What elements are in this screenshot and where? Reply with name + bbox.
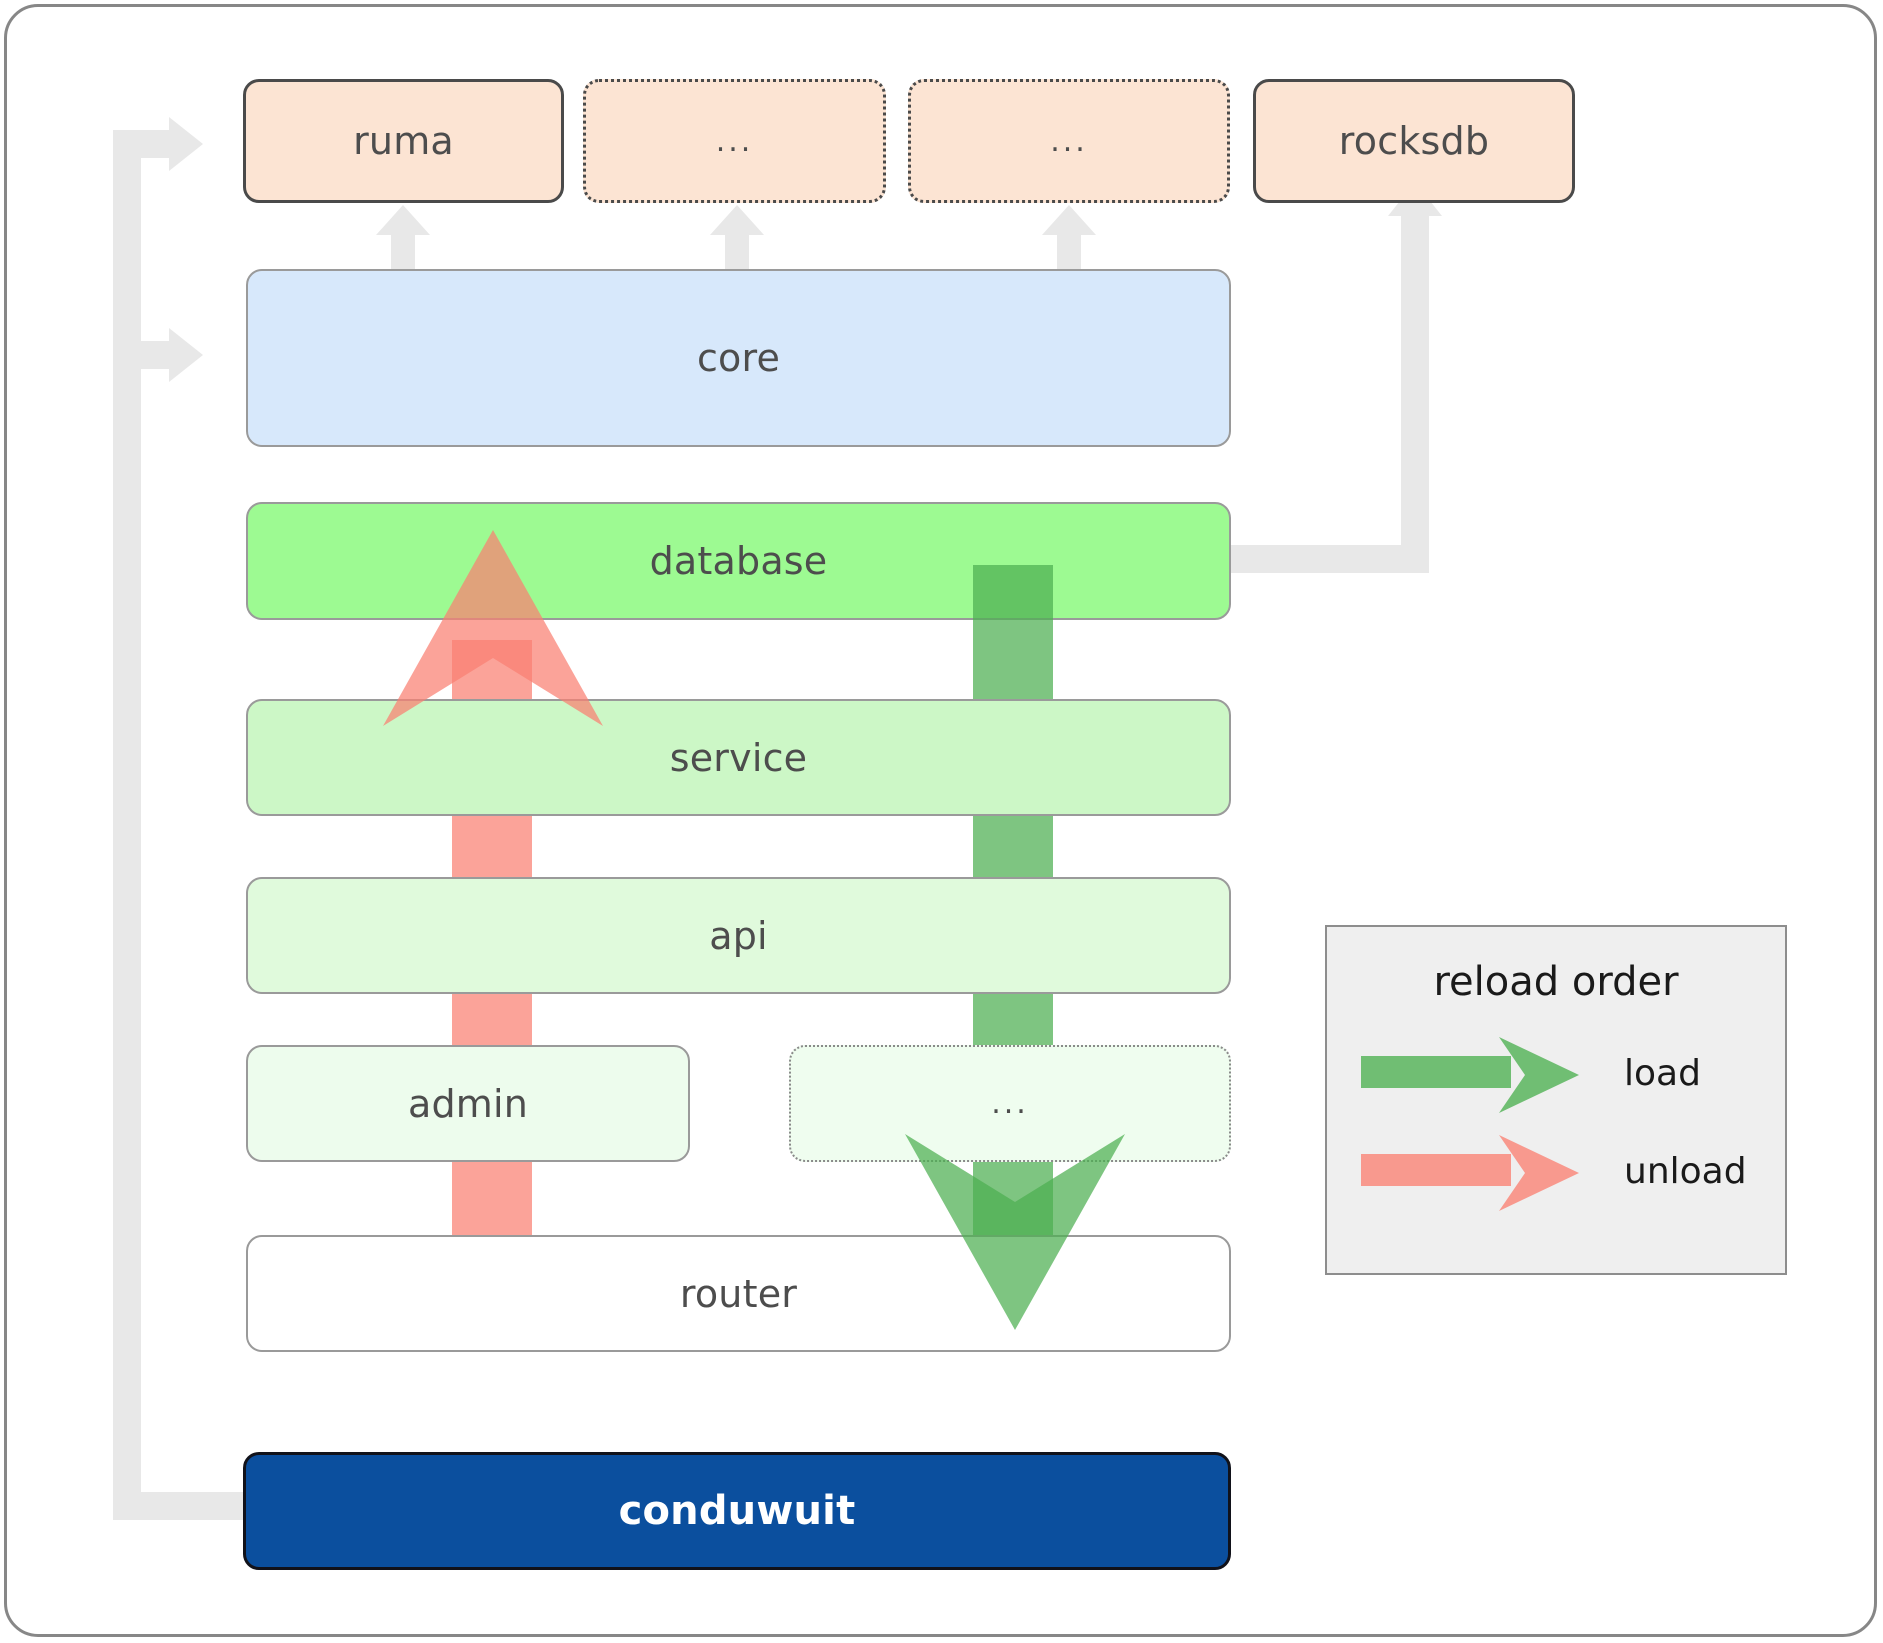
dependency-label-ellipsis-1: ... xyxy=(715,123,754,159)
diagram-frame xyxy=(4,4,1877,1637)
connector-core-to-ruma-arrow xyxy=(376,205,430,235)
stack-box-api[interactable]: api xyxy=(246,877,1231,994)
dependency-box-rocksdb[interactable]: rocksdb xyxy=(1253,79,1575,203)
stack-label-ellipsis: ... xyxy=(991,1086,1029,1121)
connector-to-core-stem xyxy=(113,341,171,369)
stack-box-database[interactable]: database xyxy=(246,502,1231,620)
legend-unload-label: unload xyxy=(1624,1151,1747,1192)
stack-label-core: core xyxy=(696,336,781,380)
legend-panel: reload order load unload xyxy=(1325,925,1787,1275)
stack-label-api: api xyxy=(709,913,768,958)
connector-core-to-dots1-arrow xyxy=(710,205,764,235)
dependency-label-rocksdb: rocksdb xyxy=(1338,119,1490,163)
connector-db-to-rocksdb-horizontal xyxy=(1230,545,1415,573)
dependency-label-ellipsis-2: ... xyxy=(1050,123,1088,159)
dependency-label-ruma: ruma xyxy=(353,119,454,163)
connector-core-to-ruma-stem xyxy=(391,230,415,270)
connector-to-core-arrow xyxy=(169,328,203,382)
stack-box-service[interactable]: service xyxy=(246,699,1231,816)
legend-load-arrowhead xyxy=(1499,1037,1579,1113)
legend-unload-bar xyxy=(1361,1154,1511,1186)
connector-core-to-dots2-arrow xyxy=(1042,205,1096,235)
application-box-conduwuit[interactable]: conduwuit xyxy=(243,1452,1231,1570)
dependency-box-ellipsis-1[interactable]: ... xyxy=(583,79,886,203)
connector-left-trunk xyxy=(113,130,141,1520)
stack-label-router: router xyxy=(679,1271,798,1316)
connector-to-ruma-stem xyxy=(113,130,171,158)
connector-core-to-dots2-stem xyxy=(1057,230,1081,270)
dependency-box-ruma[interactable]: ruma xyxy=(243,79,564,203)
application-label-conduwuit: conduwuit xyxy=(618,1488,856,1534)
stack-label-admin: admin xyxy=(407,1081,529,1126)
legend-unload-arrowhead xyxy=(1499,1135,1579,1211)
unload-arrow-head xyxy=(383,530,603,726)
connector-to-ruma-arrow xyxy=(169,117,203,171)
stack-box-router[interactable]: router xyxy=(246,1235,1231,1352)
connector-to-conduwuit xyxy=(113,1492,243,1520)
legend-load-bar xyxy=(1361,1056,1511,1088)
connector-core-to-dots1-stem xyxy=(725,230,749,270)
stack-label-service: service xyxy=(669,735,808,780)
stack-box-admin[interactable]: admin xyxy=(246,1045,690,1162)
connector-db-to-rocksdb-vertical xyxy=(1401,215,1429,573)
legend-title: reload order xyxy=(1433,959,1679,1005)
load-arrow-head xyxy=(905,1134,1125,1330)
dependency-box-ellipsis-2[interactable]: ... xyxy=(908,79,1230,203)
stack-label-database: database xyxy=(649,539,828,583)
stack-box-ellipsis[interactable]: ... xyxy=(789,1045,1231,1162)
legend-load-label: load xyxy=(1624,1053,1701,1094)
stack-box-core[interactable]: core xyxy=(246,269,1231,447)
